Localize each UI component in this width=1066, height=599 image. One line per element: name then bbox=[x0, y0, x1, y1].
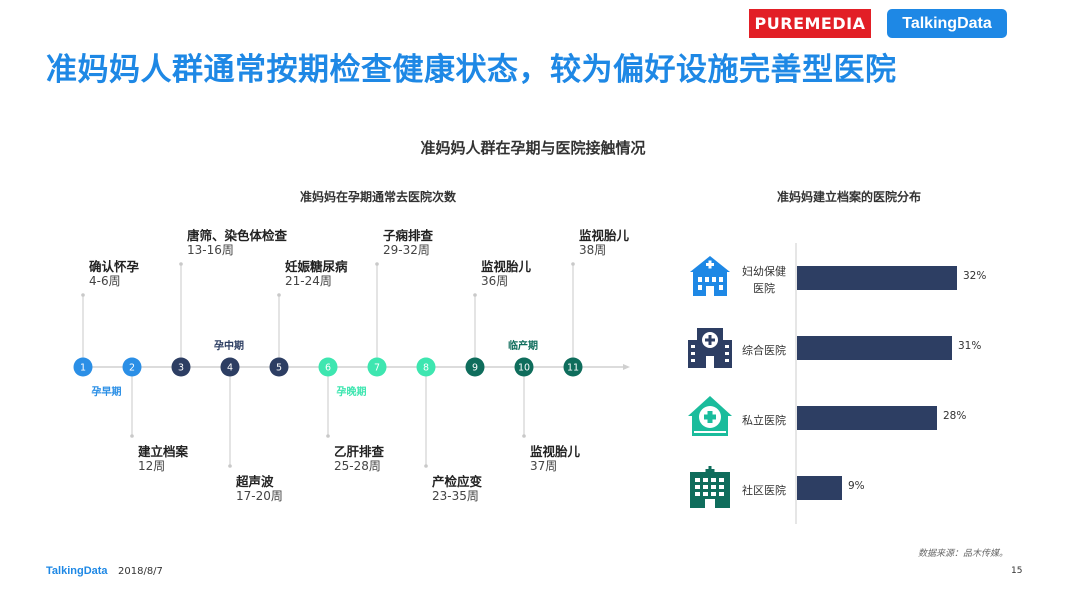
timeline-node-label: 9 bbox=[472, 363, 478, 374]
timeline-node-label: 6 bbox=[325, 363, 331, 374]
milestone-week: 4-6周 bbox=[89, 274, 121, 288]
bar bbox=[797, 476, 842, 500]
timeline-subtitle: 准妈妈在孕期通常去医院次数 bbox=[300, 190, 457, 204]
bar bbox=[797, 266, 957, 290]
connector-dot bbox=[375, 262, 379, 266]
bar-value-label: 31% bbox=[958, 340, 982, 352]
page-title: 准妈妈人群通常按期检查健康状态，较为偏好设施完善型医院 bbox=[46, 52, 897, 88]
timeline-node-label: 2 bbox=[129, 363, 135, 374]
bar-category-line: 妇幼保健 bbox=[742, 265, 786, 278]
connector-dot bbox=[326, 434, 330, 438]
bar-category-label: 妇幼保健医院 bbox=[735, 263, 793, 297]
milestone-title: 妊娠糖尿病 bbox=[285, 259, 348, 274]
maternity-hospital-icon bbox=[690, 256, 730, 296]
timeline-node bbox=[318, 357, 338, 377]
timeline-node bbox=[465, 357, 485, 377]
milestone-title: 唐筛、染色体检查 bbox=[187, 228, 288, 243]
bar-category-label: 社区医院 bbox=[735, 482, 793, 499]
timeline-node bbox=[269, 357, 289, 377]
milestone-week: 12周 bbox=[138, 459, 166, 473]
puremedia-logo: PUREMEDIA bbox=[749, 9, 871, 38]
footer-date: 2018/8/7 bbox=[118, 566, 163, 577]
private-hospital-icon bbox=[688, 396, 732, 436]
timeline-node bbox=[171, 357, 191, 377]
timeline-node bbox=[514, 357, 534, 377]
bar-category-label: 综合医院 bbox=[735, 342, 793, 359]
bar-category-line: 医院 bbox=[753, 282, 775, 295]
general-hospital-icon bbox=[688, 328, 732, 368]
bar-category-line: 私立医院 bbox=[742, 413, 786, 427]
milestone-week: 23-35周 bbox=[432, 489, 479, 503]
connector-dot bbox=[571, 262, 575, 266]
timeline-node bbox=[563, 357, 583, 377]
timeline-node bbox=[367, 357, 387, 377]
timeline-node-label: 8 bbox=[423, 363, 429, 374]
phase-label: 孕早期 bbox=[91, 387, 122, 398]
milestone-title: 超声波 bbox=[236, 474, 274, 489]
timeline-node bbox=[122, 357, 142, 377]
timeline-arrow bbox=[623, 364, 630, 370]
timeline-node-label: 5 bbox=[276, 363, 282, 374]
timeline-node-label: 11 bbox=[567, 363, 579, 374]
talkingdata-logo: TalkingData bbox=[887, 9, 1007, 38]
milestone-week: 37周 bbox=[530, 459, 558, 473]
page-number: 15 bbox=[1011, 566, 1023, 576]
bar bbox=[797, 406, 937, 430]
milestone-title: 监视胎儿 bbox=[530, 444, 581, 459]
milestone-title: 确认怀孕 bbox=[89, 259, 140, 274]
timeline-node-label: 1 bbox=[80, 363, 86, 374]
community-hospital-icon bbox=[690, 466, 730, 508]
source-note: 数据来源：品木传媒。 bbox=[918, 549, 1009, 559]
milestone-week: 29-32周 bbox=[383, 243, 430, 257]
milestone-week: 21-24周 bbox=[285, 274, 332, 288]
milestone-week: 25-28周 bbox=[334, 459, 381, 473]
milestone-title: 乙肝排查 bbox=[334, 444, 385, 459]
bar-category-label: 私立医院 bbox=[735, 412, 793, 429]
bar-value-label: 9% bbox=[848, 480, 865, 492]
milestone-title: 监视胎儿 bbox=[481, 259, 532, 274]
connector-dot bbox=[81, 293, 85, 297]
bar-value-label: 28% bbox=[943, 410, 967, 422]
phase-label: 孕中期 bbox=[214, 341, 244, 352]
milestone-week: 38周 bbox=[579, 243, 607, 257]
connector-dot bbox=[522, 434, 526, 438]
milestone-title: 监视胎儿 bbox=[579, 228, 630, 243]
milestone-week: 17-20周 bbox=[236, 489, 283, 503]
bar-category-line: 社区医院 bbox=[742, 483, 786, 497]
phase-label: 孕晚期 bbox=[336, 387, 367, 398]
bar-chart-title: 准妈妈建立档案的医院分布 bbox=[777, 190, 922, 204]
timeline-node-label: 7 bbox=[374, 363, 380, 374]
milestone-week: 36周 bbox=[481, 274, 509, 288]
bar bbox=[797, 336, 952, 360]
timeline-node bbox=[220, 357, 240, 377]
milestone-title: 子痫排查 bbox=[383, 228, 434, 243]
milestone-title: 建立档案 bbox=[138, 444, 189, 459]
connector-dot bbox=[130, 434, 134, 438]
timeline-node-label: 4 bbox=[227, 363, 233, 374]
connector-dot bbox=[277, 293, 281, 297]
timeline-node-label: 3 bbox=[178, 363, 184, 374]
connector-dot bbox=[228, 464, 232, 468]
footer-logo: TalkingData bbox=[46, 565, 108, 577]
connector-dot bbox=[424, 464, 428, 468]
timeline-node bbox=[416, 357, 436, 377]
timeline-node-label: 10 bbox=[518, 363, 530, 374]
connector-dot bbox=[179, 262, 183, 266]
milestone-title: 产检应变 bbox=[432, 474, 483, 489]
timeline-node bbox=[73, 357, 93, 377]
bar-category-line: 综合医院 bbox=[742, 343, 786, 357]
section-title: 准妈妈人群在孕期与医院接触情况 bbox=[420, 139, 646, 157]
bar-value-label: 32% bbox=[963, 270, 987, 282]
connector-dot bbox=[473, 293, 477, 297]
milestone-week: 13-16周 bbox=[187, 243, 234, 257]
phase-label: 临产期 bbox=[508, 341, 538, 352]
